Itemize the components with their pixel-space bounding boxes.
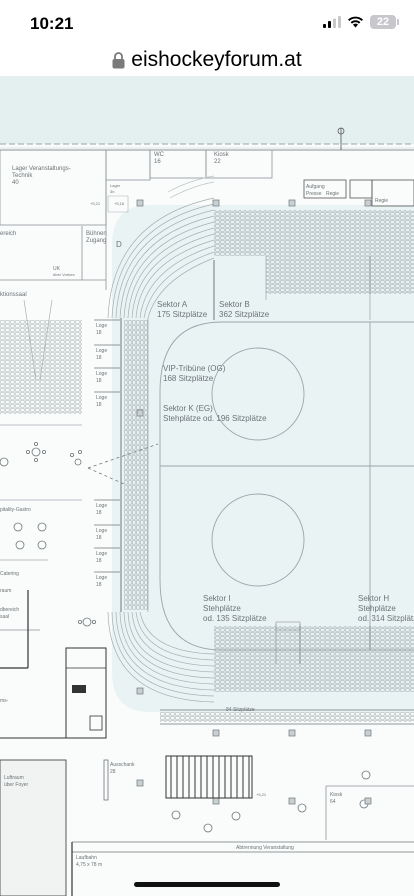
label-hospitality: pitality-Gastro	[0, 507, 31, 513]
label-loge-1: Loge	[96, 323, 107, 329]
level-mark-2: +5,16	[114, 201, 125, 206]
label-ms: ms-	[0, 698, 9, 704]
label-kiosk-bottom-num: 64	[330, 799, 336, 805]
label-lager-num: 40	[12, 180, 19, 186]
label-loge-7-num: 18	[96, 558, 102, 564]
label-lager: Lager Veranstaltungs-	[12, 166, 71, 172]
label-sektor-h-2: od. 314 Sitzplätze	[358, 614, 414, 623]
label-abtrennung: Abtrennung Veranstaltung	[236, 845, 294, 851]
upper-band	[0, 76, 414, 144]
label-loge-3-num: 18	[96, 378, 102, 384]
structural-columns	[136, 199, 372, 805]
label-kiosk-bottom: Kiosk	[330, 792, 343, 798]
label-saal: saal	[0, 614, 9, 620]
floor-plan[interactable]: Lager Veranstaltungs- Technik 40 WC 16 K…	[0, 76, 414, 896]
home-indicator[interactable]	[134, 882, 280, 887]
label-uk: UK	[53, 266, 61, 272]
status-time: 10:21	[30, 14, 74, 33]
label-loge-6-num: 18	[96, 535, 102, 541]
seating-rows-sector-h	[160, 626, 414, 725]
label-loge-4-num: 18	[96, 402, 102, 408]
label-ausschank-num: 28	[110, 769, 116, 775]
aktionssaal-seats	[0, 320, 82, 414]
bar-counter	[165, 755, 253, 799]
label-sektor-a-seats: 175 Sitzplätze	[157, 310, 208, 319]
label-84-sitzplaetze: 84 Sitzplätze	[226, 707, 255, 713]
label-lager-2: Technik	[12, 173, 33, 179]
label-d-mark: D	[116, 240, 122, 249]
label-loge-1-num: 18	[96, 330, 102, 336]
label-ausschank: Ausschank	[110, 762, 135, 768]
battery-icon: 22	[370, 15, 399, 29]
seating-rows-sector-b	[213, 210, 414, 320]
label-catering: Catering	[0, 571, 19, 577]
label-sektor-k: Sektor K (EG)	[163, 404, 213, 413]
label-sektor-k-seats: Stehplätze od. 196 Sitzplätze	[163, 414, 267, 423]
seating-rows-west	[120, 318, 149, 612]
loge-boxes	[94, 319, 120, 573]
label-aktionssaal: ktionssaal	[0, 292, 27, 298]
label-laufbahn: Laufbahn	[76, 855, 97, 861]
status-bar: 10:21 22	[0, 0, 414, 44]
level-mark-3: +5,21	[256, 792, 267, 797]
label-luftraum: Luftraum	[4, 775, 24, 781]
status-icons: 22	[323, 15, 399, 29]
label-lager-small: Lager	[110, 183, 121, 188]
ice-rink	[159, 321, 414, 651]
label-loge-2-num: 18	[96, 355, 102, 361]
address-bar[interactable]: eishockeyforum.at	[0, 44, 414, 76]
label-sektor-i-1: Stehplätze	[203, 604, 241, 613]
label-wc-num: 16	[154, 159, 161, 165]
label-lager-small-num: 3n	[110, 189, 114, 194]
label-loge-5-num: 18	[96, 510, 102, 516]
arena-floor	[112, 205, 414, 712]
url-text[interactable]: eishockeyforum.at	[131, 48, 302, 71]
floor-plan-drawing: Lager Veranstaltungs- Technik 40 WC 16 K…	[0, 76, 414, 896]
label-kiosk-top-num: 22	[214, 159, 221, 165]
label-loge-6: Loge	[96, 528, 107, 534]
label-loge-8: Loge	[96, 575, 107, 581]
signal-icon	[323, 16, 341, 28]
label-wc: WC	[154, 152, 165, 158]
lock-icon	[112, 51, 125, 68]
label-sektor-i: Sektor I	[203, 594, 231, 603]
label-vip-seats: 168 Sitzplätze	[163, 374, 214, 383]
label-sektor-h-1: Stehplätze	[358, 604, 396, 613]
label-laufbahn-dim: 4,75 x 78 m	[76, 862, 102, 868]
seating-rows-sector-i	[107, 611, 215, 703]
label-aufgang: Aufgang	[306, 184, 325, 190]
label-loge-2: Loge	[96, 348, 107, 354]
label-loge-7: Loge	[96, 551, 107, 557]
label-vip: VIP-Tribüne (OG)	[163, 364, 226, 373]
label-loge-8-num: 18	[96, 582, 102, 588]
label-loge-5: Loge	[96, 503, 107, 509]
label-foyer-bereich: dbereich	[0, 607, 19, 613]
lounge-tables	[0, 441, 371, 833]
label-uk-2: über Vorhex	[53, 272, 75, 277]
seating-rows-sector-a	[107, 175, 215, 319]
label-sektor-h: Sektor H	[358, 594, 389, 603]
label-zugang: Zugang	[86, 238, 106, 244]
label-bereich: ereich	[0, 231, 16, 237]
label-presse: Presse	[306, 191, 322, 197]
label-raum: raum	[0, 588, 11, 594]
label-sektor-i-2: od. 135 Sitzplätze	[203, 614, 267, 623]
label-loge-4: Loge	[96, 395, 107, 401]
label-loge-3: Loge	[96, 371, 107, 377]
label-luftraum-2: über Foyer	[4, 782, 29, 788]
label-buehnen: Bühnen	[86, 231, 107, 237]
label-sektor-b: Sektor B	[219, 300, 250, 309]
level-mark-1: +5,21	[90, 201, 101, 206]
label-sektor-a: Sektor A	[157, 300, 188, 309]
label-regie-small: Regie	[326, 191, 339, 197]
label-regie: Regie	[375, 198, 388, 204]
wifi-icon	[348, 16, 363, 28]
label-kiosk-top: Kiosk	[214, 152, 230, 158]
label-sektor-b-seats: 362 Sitzplätze	[219, 310, 270, 319]
